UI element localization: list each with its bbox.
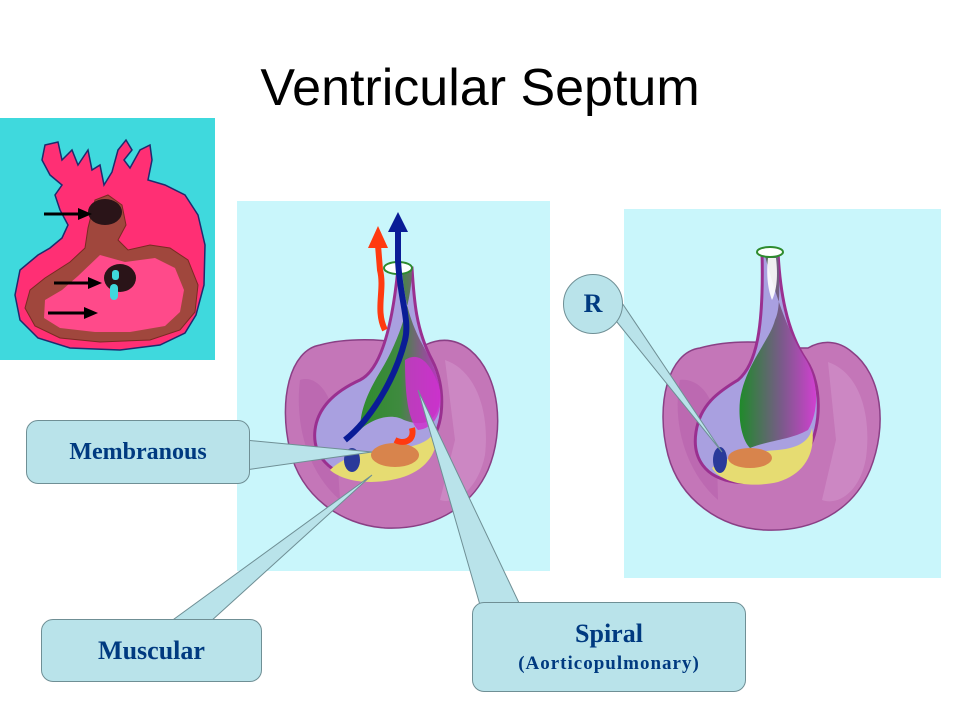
muscular-label: Muscular bbox=[98, 635, 205, 665]
right-blue-spot bbox=[713, 447, 727, 473]
right-tube-opening bbox=[756, 246, 784, 258]
right-heart-panel bbox=[624, 209, 941, 578]
membranous-label: Membranous bbox=[69, 438, 207, 465]
spiral-callout: Spiral (Aorticopulmonary) bbox=[472, 602, 746, 692]
blue-arrowhead bbox=[388, 212, 408, 232]
r-callout: R bbox=[563, 274, 623, 334]
r-label: R bbox=[583, 289, 603, 318]
center-membranous-patch bbox=[371, 443, 419, 467]
inset-septal-gap bbox=[104, 264, 136, 292]
blue-flow-arrow bbox=[343, 230, 410, 443]
spiral-label: Spiral bbox=[575, 619, 643, 648]
red-arrowhead bbox=[368, 226, 388, 248]
right-spiral-septum bbox=[739, 252, 817, 448]
muscular-callout: Muscular bbox=[41, 619, 262, 682]
red-flow-arrow bbox=[393, 427, 416, 445]
membranous-callout: Membranous bbox=[26, 420, 250, 484]
inset-arrows bbox=[44, 208, 102, 319]
inset-heart-diagram bbox=[0, 118, 215, 360]
slide-title: Ventricular Septum bbox=[260, 59, 700, 117]
center-heart-panel bbox=[237, 201, 550, 571]
inset-outflow-opening bbox=[88, 199, 122, 225]
spiral-sublabel: (Aorticopulmonary) bbox=[518, 653, 700, 674]
inset-septum-top bbox=[112, 270, 119, 280]
inset-septum-bottom bbox=[110, 284, 118, 300]
right-membranous-patch bbox=[728, 448, 772, 468]
